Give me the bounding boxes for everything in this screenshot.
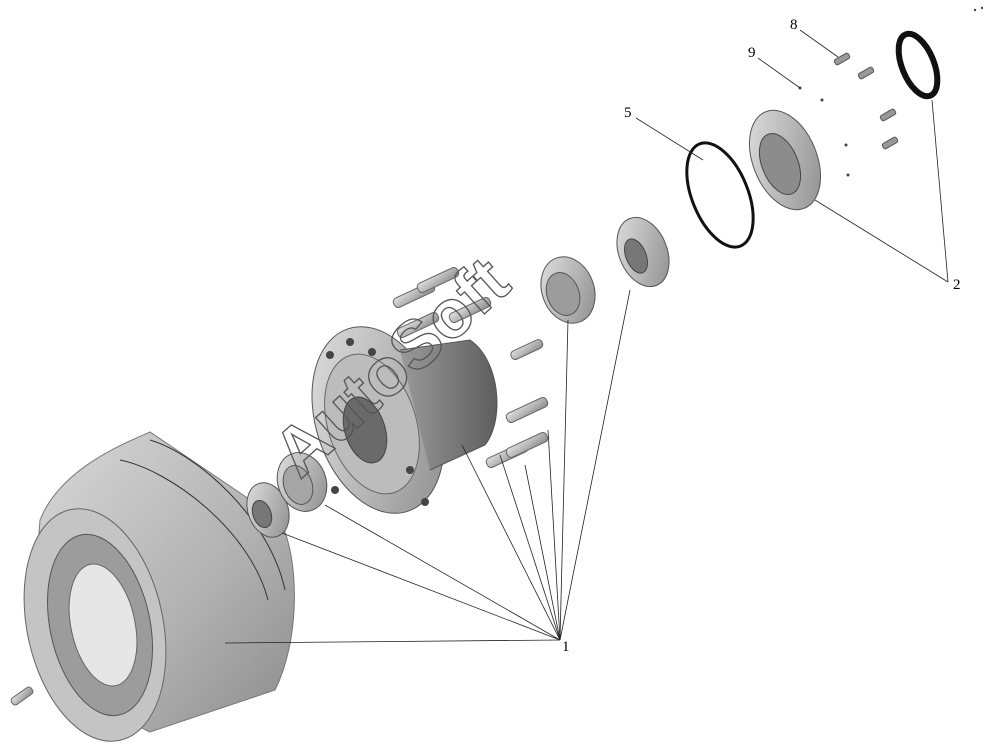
outer-bearing-cone xyxy=(616,216,670,288)
wheel-hub xyxy=(311,326,498,514)
oil-seal xyxy=(895,30,941,100)
outer-bearing-cup xyxy=(540,256,596,324)
leader-line-8 xyxy=(799,29,839,58)
callout-2: 2 xyxy=(953,277,961,293)
seal-housing xyxy=(749,109,821,211)
brake-drum xyxy=(23,431,295,742)
cover-bolts xyxy=(798,6,984,177)
gasket xyxy=(685,141,755,249)
inner-bearing-cup xyxy=(276,452,328,512)
callout-9: 9 xyxy=(748,45,756,61)
leader-line-9 xyxy=(757,57,801,89)
callout-5: 5 xyxy=(624,105,632,121)
leader-lines-1 xyxy=(224,289,631,644)
hub-studs xyxy=(392,266,549,469)
callout-1: 1 xyxy=(562,639,570,655)
bolt-drum xyxy=(10,686,34,706)
callout-8: 8 xyxy=(790,17,798,33)
leader-lines-2 xyxy=(814,99,949,283)
leader-line-5 xyxy=(635,117,704,161)
